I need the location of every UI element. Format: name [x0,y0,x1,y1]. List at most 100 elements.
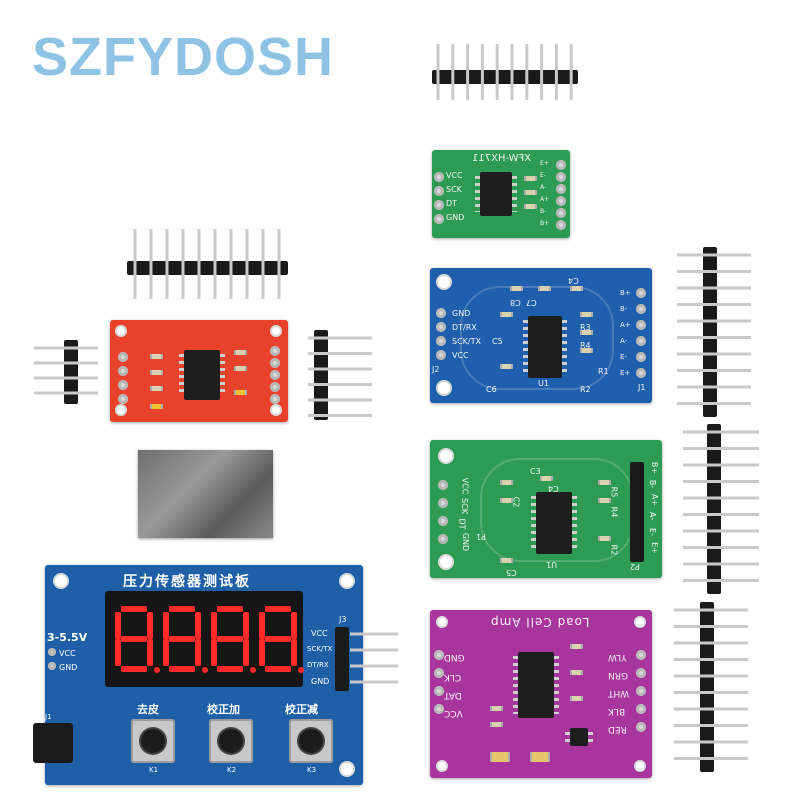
pin-label: GND [452,309,471,318]
digit-segment [217,666,243,672]
pin-label: WHT [608,688,630,698]
pin-label: B- [620,305,628,313]
pin-label: E+ [620,369,631,377]
red-hx711-board [110,320,288,422]
pin-header-top [432,44,578,100]
pin-header-short-left [34,340,98,404]
pin-label: GND [444,652,465,662]
digit-segment [259,639,265,666]
digit-segment [147,612,153,639]
pin-label: DT [446,199,458,208]
digit-segment [121,636,147,642]
component-label: R4 [609,506,619,518]
pin-label: RED [608,724,627,734]
pin-label: DT/RX [307,661,329,669]
hx711-chip [179,350,225,400]
tare-button[interactable] [131,719,175,763]
pin-label: B+ [650,461,660,475]
pin-label: DT/RX [452,323,477,332]
component-label: P2 [630,562,640,571]
component-label: C5 [492,337,503,346]
digit-segment [243,612,249,639]
pin-label: SCK/TX [452,337,481,346]
digit-segment [291,612,297,639]
pin-label: YLW [608,652,627,662]
pin-label: E- [620,353,627,361]
component-label: R4 [580,341,591,350]
pin-label: GRN [608,670,628,680]
digit-segment [121,606,147,612]
digit-segment [195,612,201,639]
component-label: C3 [530,467,541,476]
component-label: J1 [638,383,646,392]
voltage-label: 3-5.5V [47,631,88,644]
pin-header-short-right [308,330,372,420]
component-label: C5 [506,568,517,577]
component-label: U1 [546,560,557,569]
pin-label: GND [446,213,465,222]
digit-decimal-point [154,667,160,673]
component-label: R2 [580,385,591,394]
pin-label: GND [59,663,78,672]
pin-label: A- [620,337,628,345]
component-label: C2 [511,496,521,508]
hx711-chip [531,492,577,554]
hx711-chip [513,652,559,718]
component-label: C7 [526,298,537,307]
digit-segment [217,636,243,642]
calibrate-plus-button[interactable] [209,719,253,763]
hx711-chip [475,172,517,216]
digit-segment [121,666,147,672]
board-title: Load Cell Amp [490,615,590,629]
brand-logo-text: SZFYDOSH [32,27,335,87]
pin-label: B- [648,479,658,489]
green-large-hx711-board: VCC SCK DT GND C2 C3 C4 R5 R4 R2 U1 C5 P… [430,440,662,578]
pin-label: E+ [649,542,659,554]
digit-segment [169,636,195,642]
digit-segment [259,612,265,639]
digit-segment [169,666,195,672]
digit-decimal-point [250,667,256,673]
digit-segment [147,639,153,666]
component-label: R1 [598,367,609,376]
button-label: 校正减 [285,703,318,716]
pin-label: A+ [650,493,660,507]
regulator-chip [565,728,593,746]
pin-label: DT [457,518,467,530]
digit-segment [291,639,297,666]
green-hx711-board: XFW-HX711 VCC SCK DT GND E+ E- A- A+ B- … [432,150,570,238]
component-label: U1 [538,379,549,388]
pin-label: B+ [620,289,631,297]
pin-label: A- [540,184,547,191]
pin-label: DAT [444,690,462,700]
pin-label: SCK [446,185,462,194]
pin-label: E- [540,172,546,179]
component-label: C6 [486,385,497,394]
digit-segment [217,606,243,612]
calibrate-minus-button[interactable] [289,719,333,763]
pin-header-right-3 [674,602,748,772]
power-jack [33,723,73,763]
pin-label: VCC [59,649,76,658]
pin-label: A- [648,511,658,521]
connector-label: J3 [339,615,347,624]
hx711-chip [523,316,567,378]
pin-header-right-2 [683,424,759,594]
pin-label: CLK [444,672,462,682]
button-ref: K3 [307,766,317,774]
digit-segment [163,639,169,666]
pin-connector [335,627,349,691]
pin-label: SCK [459,498,469,514]
button-label: 去皮 [137,703,159,716]
button-ref: K1 [149,766,159,774]
pin-label: GND [461,532,471,552]
tester-board: 压力传感器测试板 3-5.5V VCC GND VCC SCK/TX DT/RX… [33,565,363,785]
component-label: C4 [568,276,579,285]
pin-label: E+ [540,160,549,167]
component-label: R3 [580,323,591,332]
digits-svg [115,606,304,673]
pin-label: A+ [540,196,550,203]
digit-segment [265,666,291,672]
component-label: R5 [609,486,619,498]
pin-label: VCC [311,629,328,638]
